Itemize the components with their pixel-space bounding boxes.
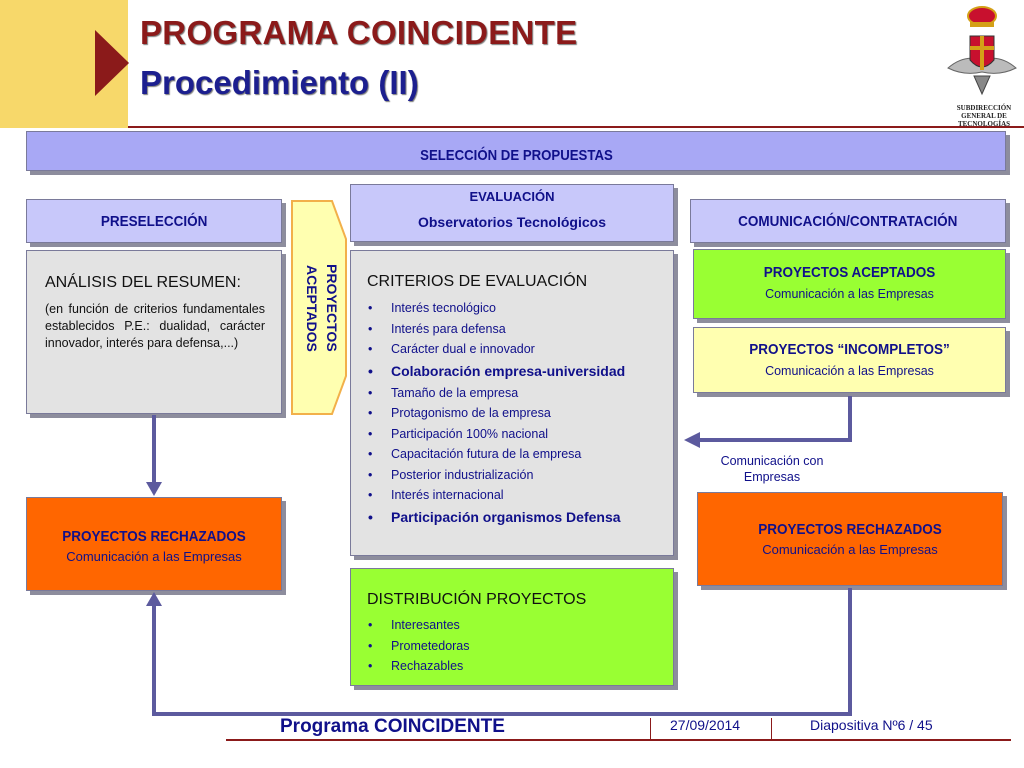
distribucion-list: Interesantes Prometedoras Rechazables: [367, 615, 673, 677]
seleccion-label: SELECCIÓN DE PROPUESTAS: [419, 147, 613, 164]
criterio-item-highlight: Colaboración empresa-universidad: [367, 360, 673, 383]
proyectos-aceptados-tab-label: PROYECTOS ACEPTADOS: [304, 264, 340, 352]
arrow-down-icon: [146, 482, 162, 496]
criterio-item: Participación 100% nacional: [367, 424, 673, 445]
criterios-list: Interés tecnológico Interés para defensa…: [367, 298, 673, 529]
analisis-resumen-box: ANÁLISIS DEL RESUMEN: (en función de cri…: [26, 250, 282, 414]
footer-divider: [226, 739, 1011, 741]
comunicacion-header: COMUNICACIÓN/CONTRATACIÓN: [690, 199, 1006, 243]
rechazados-left-title: PROYECTOS RECHAZADOS: [62, 528, 246, 545]
criterio-item: Capacitación futura de la empresa: [367, 444, 673, 465]
arrow-left-icon: [684, 432, 700, 448]
header-divider: [128, 126, 1024, 128]
page-subtitle: Procedimiento (II): [140, 64, 419, 101]
proyectos-aceptados-tab: [291, 200, 347, 415]
rechazados-right-subtitle: Comunicación a las Empresas: [762, 542, 938, 557]
rechazados-left-subtitle: Comunicación a las Empresas: [66, 549, 242, 564]
distribucion-item: Prometedoras: [367, 636, 673, 657]
evaluacion-header: EVALUACIÓN Observatorios Tecnológicos: [350, 184, 674, 242]
footer-program-title: Programa COINCIDENTE: [280, 716, 505, 737]
criterio-item: Interés internacional: [367, 485, 673, 506]
criterio-item: Interés para defensa: [367, 319, 673, 340]
criterio-item: Tamaño de la empresa: [367, 383, 673, 404]
criterios-heading: CRITERIOS DE EVALUACIÓN: [367, 273, 588, 290]
proyectos-incompletos-box: PROYECTOS “INCOMPLETOS” Comunicación a l…: [693, 327, 1006, 393]
criterio-item-highlight: Participación organismos Defensa: [367, 506, 673, 529]
evaluacion-title: EVALUACIÓN: [469, 189, 555, 204]
rechazados-right-title: PROYECTOS RECHAZADOS: [758, 521, 942, 538]
proyectos-aceptados-title: PROYECTOS ACEPTADOS: [763, 264, 936, 281]
proyectos-aceptados-box: PROYECTOS ACEPTADOS Comunicación a las E…: [693, 249, 1006, 319]
comunicacion-con-empresas-label: Comunicación con Empresas: [720, 454, 824, 484]
proyectos-incompletos-subtitle: Comunicación a las Empresas: [765, 364, 934, 378]
distribucion-item: Rechazables: [367, 656, 673, 677]
seleccion-propuestas-bar: SELECCIÓN DE PROPUESTAS: [26, 131, 1006, 171]
distribucion-proyectos-box: DISTRIBUCIÓN PROYECTOS Interesantes Prom…: [350, 568, 674, 686]
footer-slide-number: Diapositiva Nº6 / 45: [810, 717, 933, 733]
preseleccion-header: PRESELECCIÓN: [26, 199, 282, 243]
criterio-item: Interés tecnológico: [367, 298, 673, 319]
criterios-evaluacion-box: CRITERIOS DE EVALUACIÓN Interés tecnológ…: [350, 250, 674, 556]
proyectos-aceptados-subtitle: Comunicación a las Empresas: [765, 287, 934, 301]
proyectos-incompletos-title: PROYECTOS “INCOMPLETOS”: [749, 341, 950, 358]
criterio-item: Protagonismo de la empresa: [367, 403, 673, 424]
criterio-item: Carácter dual e innovador: [367, 339, 673, 360]
footer-separator: [771, 718, 772, 740]
footer-separator: [650, 718, 651, 740]
footer-date: 27/09/2014: [670, 717, 741, 733]
arrow-up-icon: [146, 592, 162, 606]
coat-of-arms-icon: [947, 6, 1017, 96]
distribucion-heading: DISTRIBUCIÓN PROYECTOS: [367, 591, 587, 608]
org-label: SUBDIRECCIÓN GENERAL DE TECNOLOGÍAS: [956, 104, 1012, 128]
comunicacion-label: COMUNICACIÓN/CONTRATACIÓN: [738, 212, 958, 230]
proyectos-rechazados-right-box: PROYECTOS RECHAZADOS Comunicación a las …: [697, 492, 1003, 586]
title-arrow-icon: [95, 30, 129, 96]
proyectos-rechazados-left-box: PROYECTOS RECHAZADOS Comunicación a las …: [26, 497, 282, 591]
criterio-item: Posterior industrialización: [367, 465, 673, 486]
connector-incompletos-to-criterios: [698, 396, 852, 442]
distribucion-item: Interesantes: [367, 615, 673, 636]
analisis-body: (en función de criterios fundamentales e…: [45, 302, 265, 350]
page-title: PROGRAMA COINCIDENTE: [140, 14, 578, 51]
evaluacion-subtitle: Observatorios Tecnológicos: [417, 214, 606, 230]
analisis-heading: ANÁLISIS DEL RESUMEN:: [45, 274, 241, 291]
preseleccion-label: PRESELECCIÓN: [100, 212, 208, 230]
